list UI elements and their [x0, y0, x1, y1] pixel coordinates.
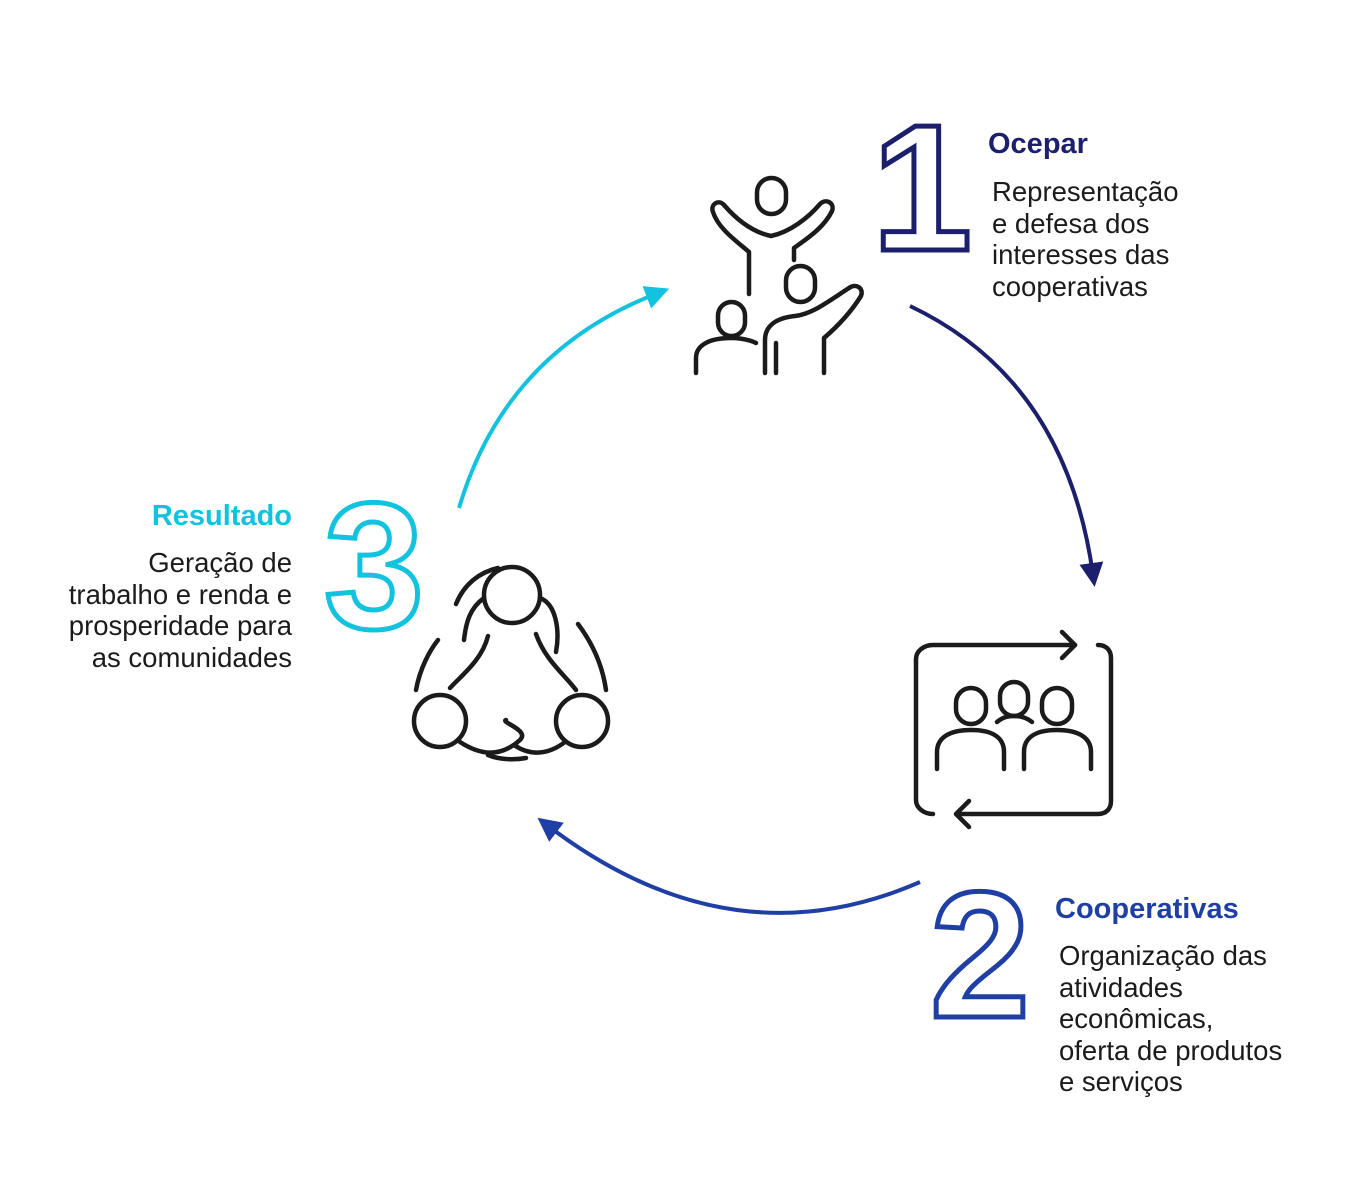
step-1-desc-line: interesses das [992, 239, 1170, 270]
step-3-desc-line: trabalho e renda e [68, 578, 292, 610]
step-3-title: Resultado [151, 500, 292, 532]
step-2-desc-line: Organização das [1059, 940, 1267, 971]
step-3-desc-line: prosperidade para [68, 610, 292, 641]
step-1-desc-line: Representação [992, 176, 1179, 207]
step-1-description: Representação e defesa dos interesses da… [992, 176, 1179, 302]
step-1-title: Ocepar [988, 128, 1088, 160]
step-2-desc-line: econômicas, [1059, 1003, 1214, 1034]
step-3-number: 3 [324, 466, 424, 667]
arrow-2-to-3 [537, 817, 921, 915]
step-2-desc-line: oferta de produtos [1059, 1034, 1283, 1066]
arrow-3-to-1 [457, 286, 670, 509]
step-3-desc-line: as comunidades [91, 641, 292, 673]
celebrating-people-icon [693, 175, 864, 376]
step-3-desc-line: Geração de [148, 547, 292, 578]
people-circle-embrace-icon [411, 564, 611, 762]
step-2-title: Cooperativas [1055, 893, 1239, 925]
step-3-description: Geração de trabalho e renda e prosperida… [69, 547, 292, 673]
step-2-desc-line: e serviços [1059, 1066, 1183, 1097]
group-cycle-icon [913, 629, 1114, 830]
step-2-number: 2 [930, 855, 1030, 1056]
step-2-desc-line: atividades [1059, 971, 1183, 1003]
step-2-description: Organização das atividades econômicas, o… [1059, 940, 1282, 1098]
step-1-number: 1 [872, 88, 972, 289]
step-1-desc-line: cooperativas [992, 270, 1148, 302]
arrow-1-to-2 [909, 304, 1104, 587]
step-1-desc-line: e defesa dos [992, 207, 1150, 239]
